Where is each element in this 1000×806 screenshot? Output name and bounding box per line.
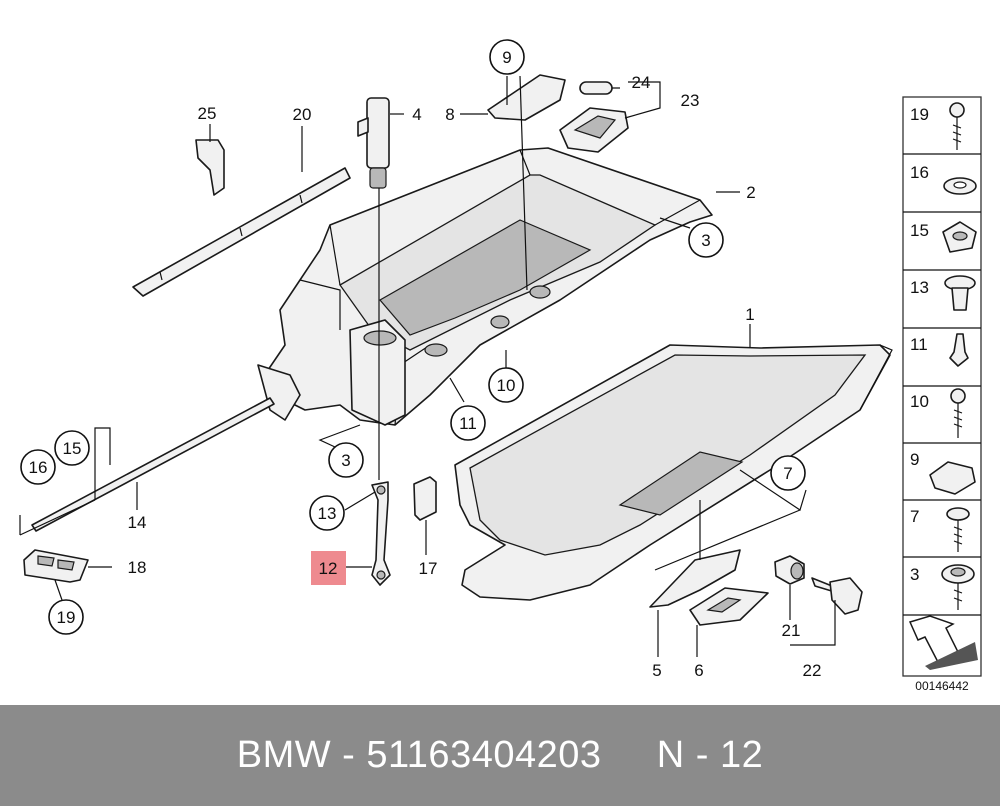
leader-lines — [19, 75, 836, 657]
part-17-cover — [413, 476, 437, 521]
part-4-damper — [357, 97, 390, 189]
callout-23: 23 — [681, 91, 700, 110]
callout-17: 17 — [419, 559, 438, 578]
part-20-rail — [132, 167, 351, 297]
part-8-bracket — [487, 74, 566, 121]
callout-4: 4 — [412, 105, 421, 124]
callout-1: 1 — [745, 305, 754, 324]
legend-item-15: 15 — [910, 221, 929, 240]
parts-diagram: 9 3 10 11 3 15 16 19 13 7 12 25 20 4 8 2… — [19, 39, 982, 693]
callout-3: 3 — [701, 231, 710, 250]
callout-20: 20 — [293, 105, 312, 124]
callout-3: 3 — [341, 451, 350, 470]
part-12-link — [371, 481, 391, 586]
callout-14: 14 — [128, 513, 147, 532]
footer-bar: BMW - 51163404203 N - 12 — [0, 705, 1000, 806]
callout-16: 16 — [29, 458, 48, 477]
part-6-catch — [689, 587, 769, 626]
callout-12: 12 — [319, 559, 338, 578]
legend-item-16: 16 — [910, 163, 929, 182]
legend-item-19: 19 — [910, 105, 929, 124]
callout-5: 5 — [652, 661, 661, 680]
fastener-legend: 19 16 15 13 11 10 9 7 3 — [902, 96, 982, 677]
part-18-bracket — [23, 549, 89, 583]
diagram-code: 00146442 — [915, 679, 969, 693]
part-5-latch — [649, 549, 741, 608]
legend-item-3: 3 — [910, 565, 919, 584]
callout-19: 19 — [57, 608, 76, 627]
legend-item-9: 9 — [910, 450, 919, 469]
part-number-title: BMW - 51163404203 N - 12 — [236, 734, 764, 776]
part-22-key — [811, 577, 863, 615]
callout-22: 22 — [803, 661, 822, 680]
part-21-lock-cylinder — [774, 555, 805, 585]
callout-13: 13 — [318, 504, 337, 523]
legend-item-7: 7 — [910, 507, 919, 526]
callout-10: 10 — [497, 376, 516, 395]
highlight-box — [311, 551, 346, 585]
glovebox-lid — [454, 344, 893, 601]
callouts: 9 3 10 11 3 15 16 19 13 7 12 25 20 4 8 2… — [20, 39, 822, 680]
legend-item-11: 11 — [910, 335, 928, 354]
callout-18: 18 — [128, 558, 147, 577]
callout-9: 9 — [502, 48, 511, 67]
callout-21: 21 — [782, 621, 801, 640]
part-25-clip — [195, 139, 225, 196]
callout-2: 2 — [746, 183, 755, 202]
callout-25: 25 — [198, 104, 217, 123]
part-14-rod — [31, 397, 275, 532]
callout-11: 11 — [459, 414, 477, 433]
callout-24: 24 — [632, 73, 651, 92]
part-23-lock — [559, 107, 629, 153]
legend-item-13: 13 — [910, 278, 929, 297]
callout-15: 15 — [63, 439, 82, 458]
legend-item-10: 10 — [910, 392, 929, 411]
part-24-pin — [579, 81, 613, 95]
callout-7: 7 — [783, 464, 792, 483]
callout-6: 6 — [694, 661, 703, 680]
callout-8: 8 — [445, 105, 454, 124]
